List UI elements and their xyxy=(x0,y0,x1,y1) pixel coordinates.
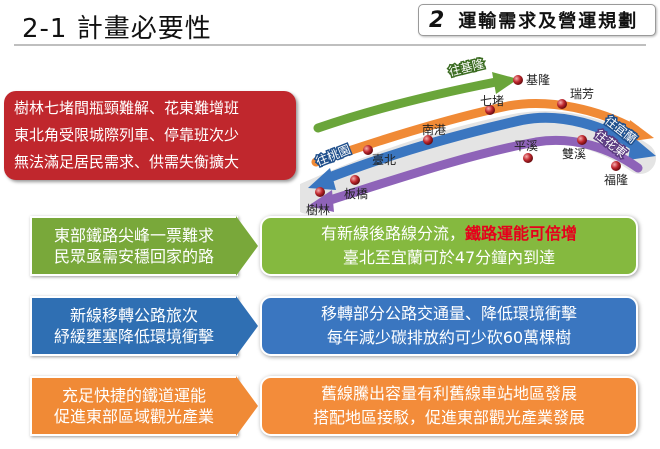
station-dot-taipei xyxy=(363,145,373,155)
station-label-ruifang: 瑞芳 xyxy=(570,87,594,101)
left-line-1: 新線移轉公路旅次 xyxy=(69,306,198,325)
problem-line-1: 樹林七堵間瓶頸難解、花東難增班 xyxy=(14,99,240,117)
rail-route-map: 往基隆 往桃園 往宜蘭 往花東 樹林 板橋 臺北 南港 七堵 基隆 瑞芳 平溪 … xyxy=(300,54,656,217)
chapter-title: 運輸需求及營運規劃 xyxy=(458,11,639,32)
benefit-row-environment-left: 新線移轉公路旅次 紓緩壅塞降低環境衝擊 xyxy=(30,296,238,356)
benefit-row-environment-right: 移轉部分公路交通量、降低環境衝擊 每年減少碳排放約可少砍60萬棵樹 xyxy=(260,296,638,356)
label-to-keelung: 往基隆 xyxy=(447,56,486,79)
rail-corridor-band xyxy=(300,111,656,214)
arrow-to-hualien-head xyxy=(308,190,334,212)
arrow-orange-shaft xyxy=(311,99,641,167)
station-label-pingxi: 平溪 xyxy=(514,139,538,153)
left-line-2: 紓緩壅塞降低環境衝擊 xyxy=(53,327,214,346)
arrow-to-yilan-head xyxy=(628,136,656,160)
station-label-keelung: 基隆 xyxy=(526,72,550,87)
page-title: 2-1 計畫必要性 xyxy=(22,14,212,44)
station-dot-fulong xyxy=(611,161,621,171)
arrow-orange-head xyxy=(626,120,654,142)
station-dot-keelung xyxy=(513,75,523,85)
right-line-1-text: 有新線後路線分流， xyxy=(320,224,465,243)
right-line-2: 每年減少碳排放約可少砍60萬棵樹 xyxy=(326,328,572,347)
capacity-highlight: 鐵路運能可倍增 xyxy=(465,224,578,243)
station-label-taipei: 臺北 xyxy=(372,152,396,167)
station-label-fulong: 福隆 xyxy=(604,172,628,187)
station-label-shuangxi: 雙溪 xyxy=(562,147,586,161)
right-line-1: 舊線騰出容量有利舊線車站地區發展 xyxy=(320,384,577,403)
arrow-to-taoyuan-yilan-shaft xyxy=(323,112,643,183)
title-underline xyxy=(14,44,646,46)
left-line-1: 東部鐵路尖峰一票難求 xyxy=(53,226,214,245)
arrow-to-taoyuan-head xyxy=(308,168,336,190)
station-label-shulin: 樹林 xyxy=(306,203,330,217)
right-line-1: 移轉部分公路交通量、降低環境衝擊 xyxy=(320,304,577,323)
row-arrow-icon xyxy=(236,376,258,436)
left-line-2: 民眾亟需安穩回家的路 xyxy=(53,247,214,266)
station-dot-nangang xyxy=(423,135,433,145)
benefit-row-capacity-left: 東部鐵路尖峰一票難求 民眾亟需安穩回家的路 xyxy=(30,216,238,276)
row-arrow-icon xyxy=(236,296,258,356)
arrow-to-hualien-shaft xyxy=(325,135,643,205)
station-dot-ruifang xyxy=(557,99,567,109)
right-line-2: 搭配地區接駁，促進東部觀光產業發展 xyxy=(312,408,585,427)
chapter-badge: 2 運輸需求及營運規劃 xyxy=(418,4,656,36)
problem-line-2: 東北角受限城際列車、停靠班次少 xyxy=(14,126,240,144)
station-dot-shuangxi xyxy=(577,135,587,145)
station-dot-shulin xyxy=(315,187,325,197)
benefit-row-tourism-left: 充足快捷的鐵道運能 促進東部區域觀光產業 xyxy=(30,376,238,436)
row-arrow-icon xyxy=(236,216,258,276)
station-dot-banqiao xyxy=(350,175,360,185)
left-line-2: 促進東部區域觀光產業 xyxy=(53,407,214,426)
station-label-nangang: 南港 xyxy=(422,122,446,137)
left-line-1: 充足快捷的鐵道運能 xyxy=(61,386,206,405)
arrow-to-keelung-shaft xyxy=(313,77,501,133)
problem-box: 樹林七堵間瓶頸難解、花東難增班 東北角受限城際列車、停靠班次少 無法滿足居民需求… xyxy=(4,91,296,180)
station-label-banqiao: 板橋 xyxy=(344,187,368,201)
benefit-row-capacity-right: 有新線後路線分流，鐵路運能可倍增 臺北至宜蘭可於47分鐘內到達 xyxy=(260,216,638,276)
station-label-qidu: 七堵 xyxy=(480,94,504,108)
chapter-number: 2 xyxy=(429,7,445,33)
right-line-2: 臺北至宜蘭可於47分鐘內到達 xyxy=(342,248,556,267)
arrow-to-keelung-head xyxy=(492,72,518,94)
station-dot-pingxi xyxy=(523,153,533,163)
right-line-1: 有新線後路線分流，鐵路運能可倍增 xyxy=(321,222,577,246)
station-dot-qidu xyxy=(485,105,495,115)
problem-line-3: 無法滿足居民需求、供需失衡擴大 xyxy=(14,153,240,171)
benefit-row-tourism-right: 舊線騰出容量有利舊線車站地區發展 搭配地區接駁，促進東部觀光產業發展 xyxy=(260,376,638,436)
